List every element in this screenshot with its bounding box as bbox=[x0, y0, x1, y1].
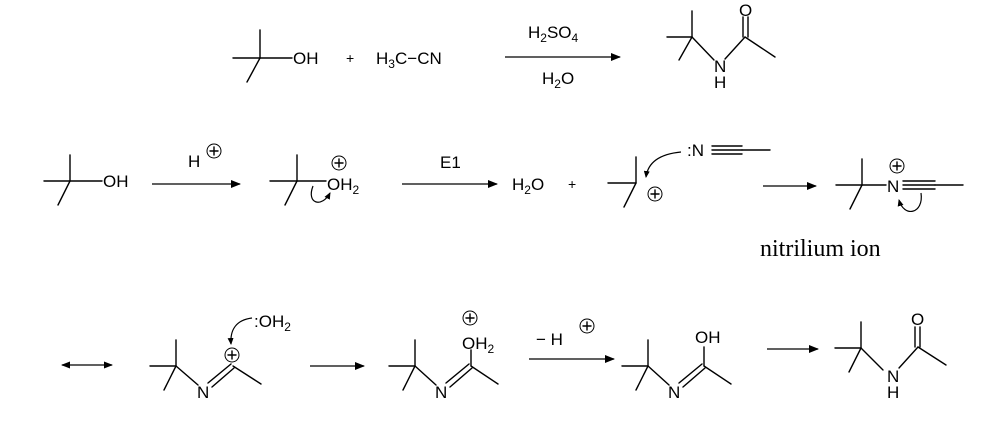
acetonitrile-cn: CN bbox=[417, 49, 442, 68]
deprotonation-arrow: − H bbox=[529, 318, 615, 363]
reagent-sulfuric-acid: H2SO4 bbox=[528, 23, 579, 45]
mechanism-row-2: OH H OH2 bbox=[43, 141, 964, 262]
svg-text:H3C−CN: H3C−CN bbox=[376, 49, 442, 71]
circled-plus-icon bbox=[206, 143, 222, 159]
nitrile-nitrogen: :N bbox=[687, 141, 704, 160]
amide-product-final: N H O bbox=[834, 310, 947, 402]
circled-plus-icon bbox=[889, 158, 905, 174]
curved-arrow-icon bbox=[643, 151, 682, 178]
protonated-imidic-acid: N OH2 bbox=[388, 310, 499, 402]
deprotonation-label: − H bbox=[536, 330, 563, 349]
attacking-water: :OH2 bbox=[254, 312, 291, 334]
final-amide-hydrogen: H bbox=[887, 383, 899, 402]
curved-arrow-icon bbox=[897, 192, 922, 212]
tert-butyl-cation bbox=[607, 151, 682, 208]
protonation-arrow: H bbox=[152, 143, 241, 188]
circled-plus-icon bbox=[579, 318, 595, 334]
proton-label: H bbox=[188, 152, 200, 171]
circled-plus-icon bbox=[647, 186, 663, 202]
e1-arrow: E1 bbox=[402, 153, 498, 188]
curved-arrow-icon bbox=[310, 185, 331, 203]
amide-product-top: O N H bbox=[666, 1, 776, 92]
tert-butanol-start: OH bbox=[43, 154, 129, 206]
circled-plus-icon bbox=[224, 347, 240, 363]
reagent-water: H2O bbox=[542, 69, 574, 91]
intermediate-nitrogen: N bbox=[435, 383, 447, 402]
acetonitrile-c: C bbox=[395, 49, 407, 68]
acetonitrile-h: H bbox=[376, 49, 388, 68]
imine-cation: N :OH2 bbox=[149, 312, 291, 402]
nitrilium-ion: N bbox=[835, 158, 964, 212]
acetonitrile-dash: − bbox=[407, 49, 417, 68]
nitrilium-ion-label: nitrilium ion bbox=[760, 236, 881, 262]
protonated-oxygen: OH2 bbox=[462, 334, 495, 356]
plus-sign: + bbox=[346, 50, 354, 66]
e1-label: E1 bbox=[440, 153, 461, 172]
carbonyl-oxygen: O bbox=[739, 1, 752, 20]
oxonium-label: OH2 bbox=[327, 175, 360, 197]
overall-reaction: OH + H3C−CN H2SO4 H2O bbox=[232, 1, 776, 92]
acetonitrile: H3C−CN bbox=[376, 49, 442, 71]
imidic-nitrogen: N bbox=[668, 383, 680, 402]
final-amide-nitrogen: N bbox=[887, 367, 899, 386]
final-carbonyl-oxygen: O bbox=[911, 310, 924, 329]
water-byproduct: H2O bbox=[512, 175, 544, 197]
overall-reaction-arrow: H2SO4 H2O bbox=[505, 23, 621, 91]
curved-arrow-icon bbox=[227, 317, 253, 345]
imine-nitrogen: N bbox=[197, 383, 209, 402]
plus-sign: + bbox=[568, 176, 576, 192]
imidic-hydroxyl: OH bbox=[695, 328, 721, 347]
amide-nitrogen: N bbox=[714, 57, 726, 76]
acetonitrile-sub3: 3 bbox=[388, 57, 395, 71]
mechanism-row-3: N :OH2 N bbox=[61, 310, 947, 402]
oxonium-ion: OH2 bbox=[269, 154, 360, 206]
imidic-acid: N OH bbox=[621, 328, 732, 402]
circled-plus-icon bbox=[462, 310, 478, 326]
acetonitrile-nucleophile: :N bbox=[687, 141, 771, 160]
tert-butanol: OH bbox=[232, 29, 319, 83]
hydroxyl-label: OH bbox=[103, 172, 129, 191]
circled-plus-icon bbox=[331, 155, 347, 171]
nitrilium-nitrogen: N bbox=[887, 177, 899, 196]
amide-hydrogen: H bbox=[714, 73, 726, 92]
hydroxyl-label: OH bbox=[293, 49, 319, 68]
